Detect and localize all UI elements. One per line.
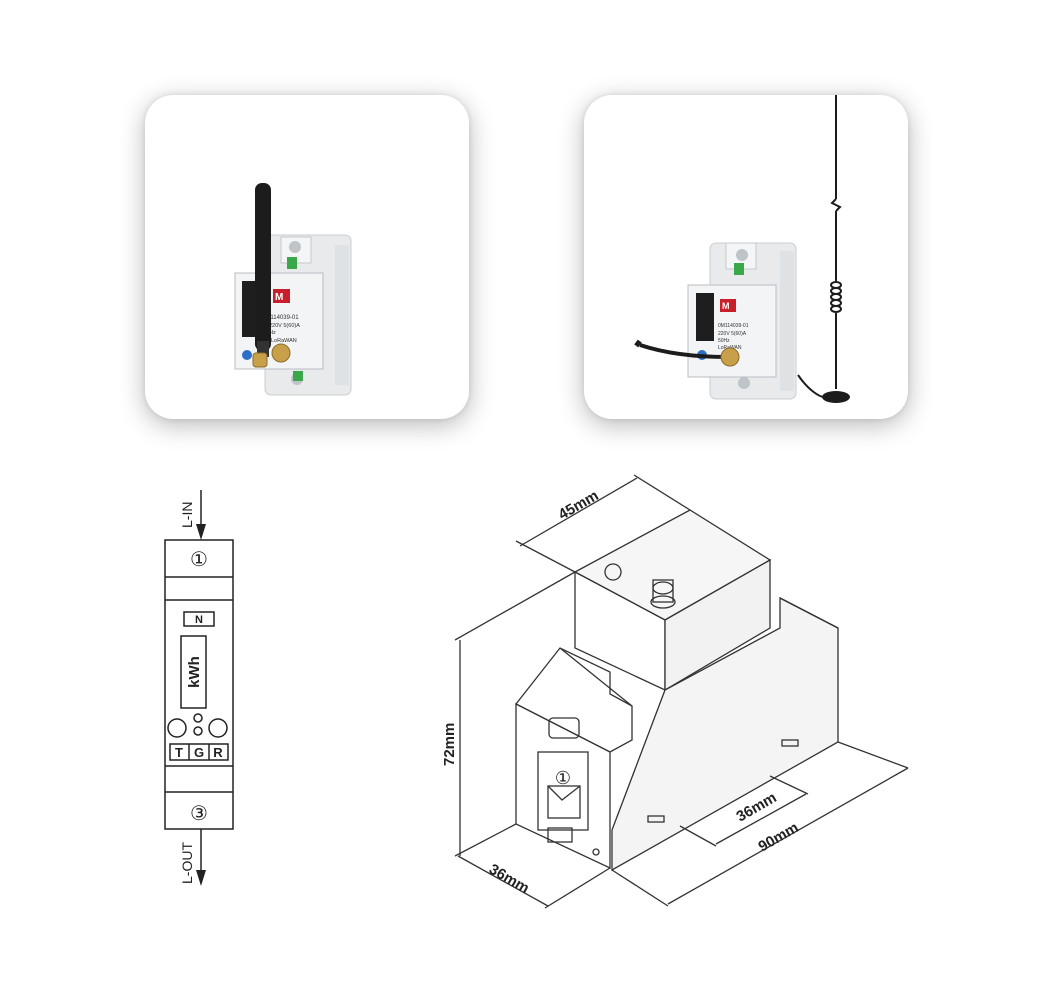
key-g: G — [194, 745, 204, 760]
green-clip — [734, 263, 744, 275]
rating-text: 220V 5(60)A — [718, 331, 747, 337]
kwh-label: kWh — [186, 656, 203, 688]
led-lower-icon — [193, 726, 203, 736]
neutral-label: N — [195, 614, 203, 626]
left-button-icon — [167, 718, 187, 738]
front-terminal-symbol: ① — [555, 768, 571, 788]
brass-connector — [720, 347, 740, 367]
input-arrow-icon — [196, 524, 206, 540]
dim-72-ext-top — [454, 571, 576, 641]
meter-outline — [164, 539, 234, 830]
output-label: L-OUT — [179, 842, 195, 884]
brass-nut — [252, 352, 268, 368]
front-edge — [559, 647, 633, 707]
terminal-opening — [547, 785, 581, 819]
terminal-in: ① — [190, 549, 208, 571]
dim-45-ext-left — [515, 540, 576, 573]
key-r: R — [213, 745, 223, 760]
bottom-screw — [738, 377, 750, 389]
brand-logo — [720, 299, 736, 312]
side-rib — [780, 251, 794, 391]
antenna-cable — [639, 343, 729, 359]
key-t: T — [175, 745, 183, 760]
frequency-text: 50Hz — [718, 338, 730, 344]
frequency-text: Hz — [269, 330, 276, 336]
corner-dot — [592, 848, 600, 856]
dim-90-line — [667, 767, 909, 905]
base-cable — [797, 374, 825, 398]
product-photo-stub-antenna: M 0114039-01 220V 5(60)A Hz LoRaWAN — [145, 95, 469, 419]
dimension-drawing — [454, 474, 909, 909]
antenna-icon — [255, 183, 271, 351]
protocol-text: LoRaWAN — [271, 338, 297, 344]
led-upper-icon — [193, 713, 203, 723]
rail-top — [779, 597, 839, 629]
dim-front-width: 36mm — [486, 861, 532, 897]
model-number: 0M114039-01 — [718, 323, 749, 329]
magnetic-base — [822, 391, 850, 403]
kwh-window — [180, 635, 207, 709]
dim-length: 90mm — [756, 819, 802, 855]
dim-38-ext — [544, 867, 611, 909]
bottom-latch — [547, 827, 573, 843]
dim-90-ext-left — [611, 869, 669, 907]
top-screw — [736, 249, 748, 261]
side-slot-lower — [647, 815, 665, 823]
terminal-screw-icon — [547, 785, 581, 801]
dim-36-ext-right — [769, 775, 809, 795]
terminal-clip — [548, 717, 580, 739]
green-clip-bottom — [293, 371, 303, 381]
neutral-box — [183, 611, 215, 627]
input-label: L-IN — [179, 502, 195, 528]
dim-72-ext-bottom — [454, 823, 517, 857]
wiring-diagram — [164, 490, 234, 886]
antenna-socket-body — [652, 579, 674, 603]
side-rib — [335, 245, 349, 385]
dim-36-ext-left — [679, 825, 717, 847]
dim-45-ext-right — [633, 474, 691, 511]
blue-button — [242, 350, 252, 360]
dim-36-line — [715, 793, 807, 845]
product-photo-whip-antenna: M 0M114039-01 220V 5(60)A 50Hz LoRaWAN — [584, 95, 908, 419]
main-side-face — [611, 596, 839, 872]
brand-logo-mark: M — [722, 301, 730, 311]
dim-45-line — [519, 477, 638, 547]
dim-height: 72mm — [441, 723, 458, 766]
brass-connector — [271, 343, 291, 363]
antenna-socket-base — [650, 595, 676, 609]
brand-logo — [273, 289, 290, 303]
output-arrow-icon — [196, 870, 206, 886]
rating-text: 220V 5(60)A — [269, 323, 300, 329]
terminal-out: ③ — [190, 803, 208, 825]
model-number: 0114039-01 — [267, 315, 299, 321]
terminal-window — [537, 751, 589, 831]
front-upper — [515, 647, 633, 753]
coil — [830, 281, 842, 313]
cable-end — [634, 339, 642, 348]
brand-logo-mark: M — [275, 292, 283, 303]
dim-90-ext-right — [837, 741, 909, 769]
side-slot-upper — [781, 739, 799, 747]
top-button-icon — [604, 563, 622, 581]
right-button-icon — [208, 718, 228, 738]
whip-kink — [830, 198, 842, 212]
lcd-window — [696, 293, 714, 341]
dim-depth-top: 45mm — [556, 487, 602, 523]
key-row — [169, 743, 229, 761]
top-screw — [289, 241, 301, 253]
green-clip — [287, 257, 297, 269]
module-side-face — [664, 558, 771, 692]
dim-38-line — [457, 855, 549, 907]
